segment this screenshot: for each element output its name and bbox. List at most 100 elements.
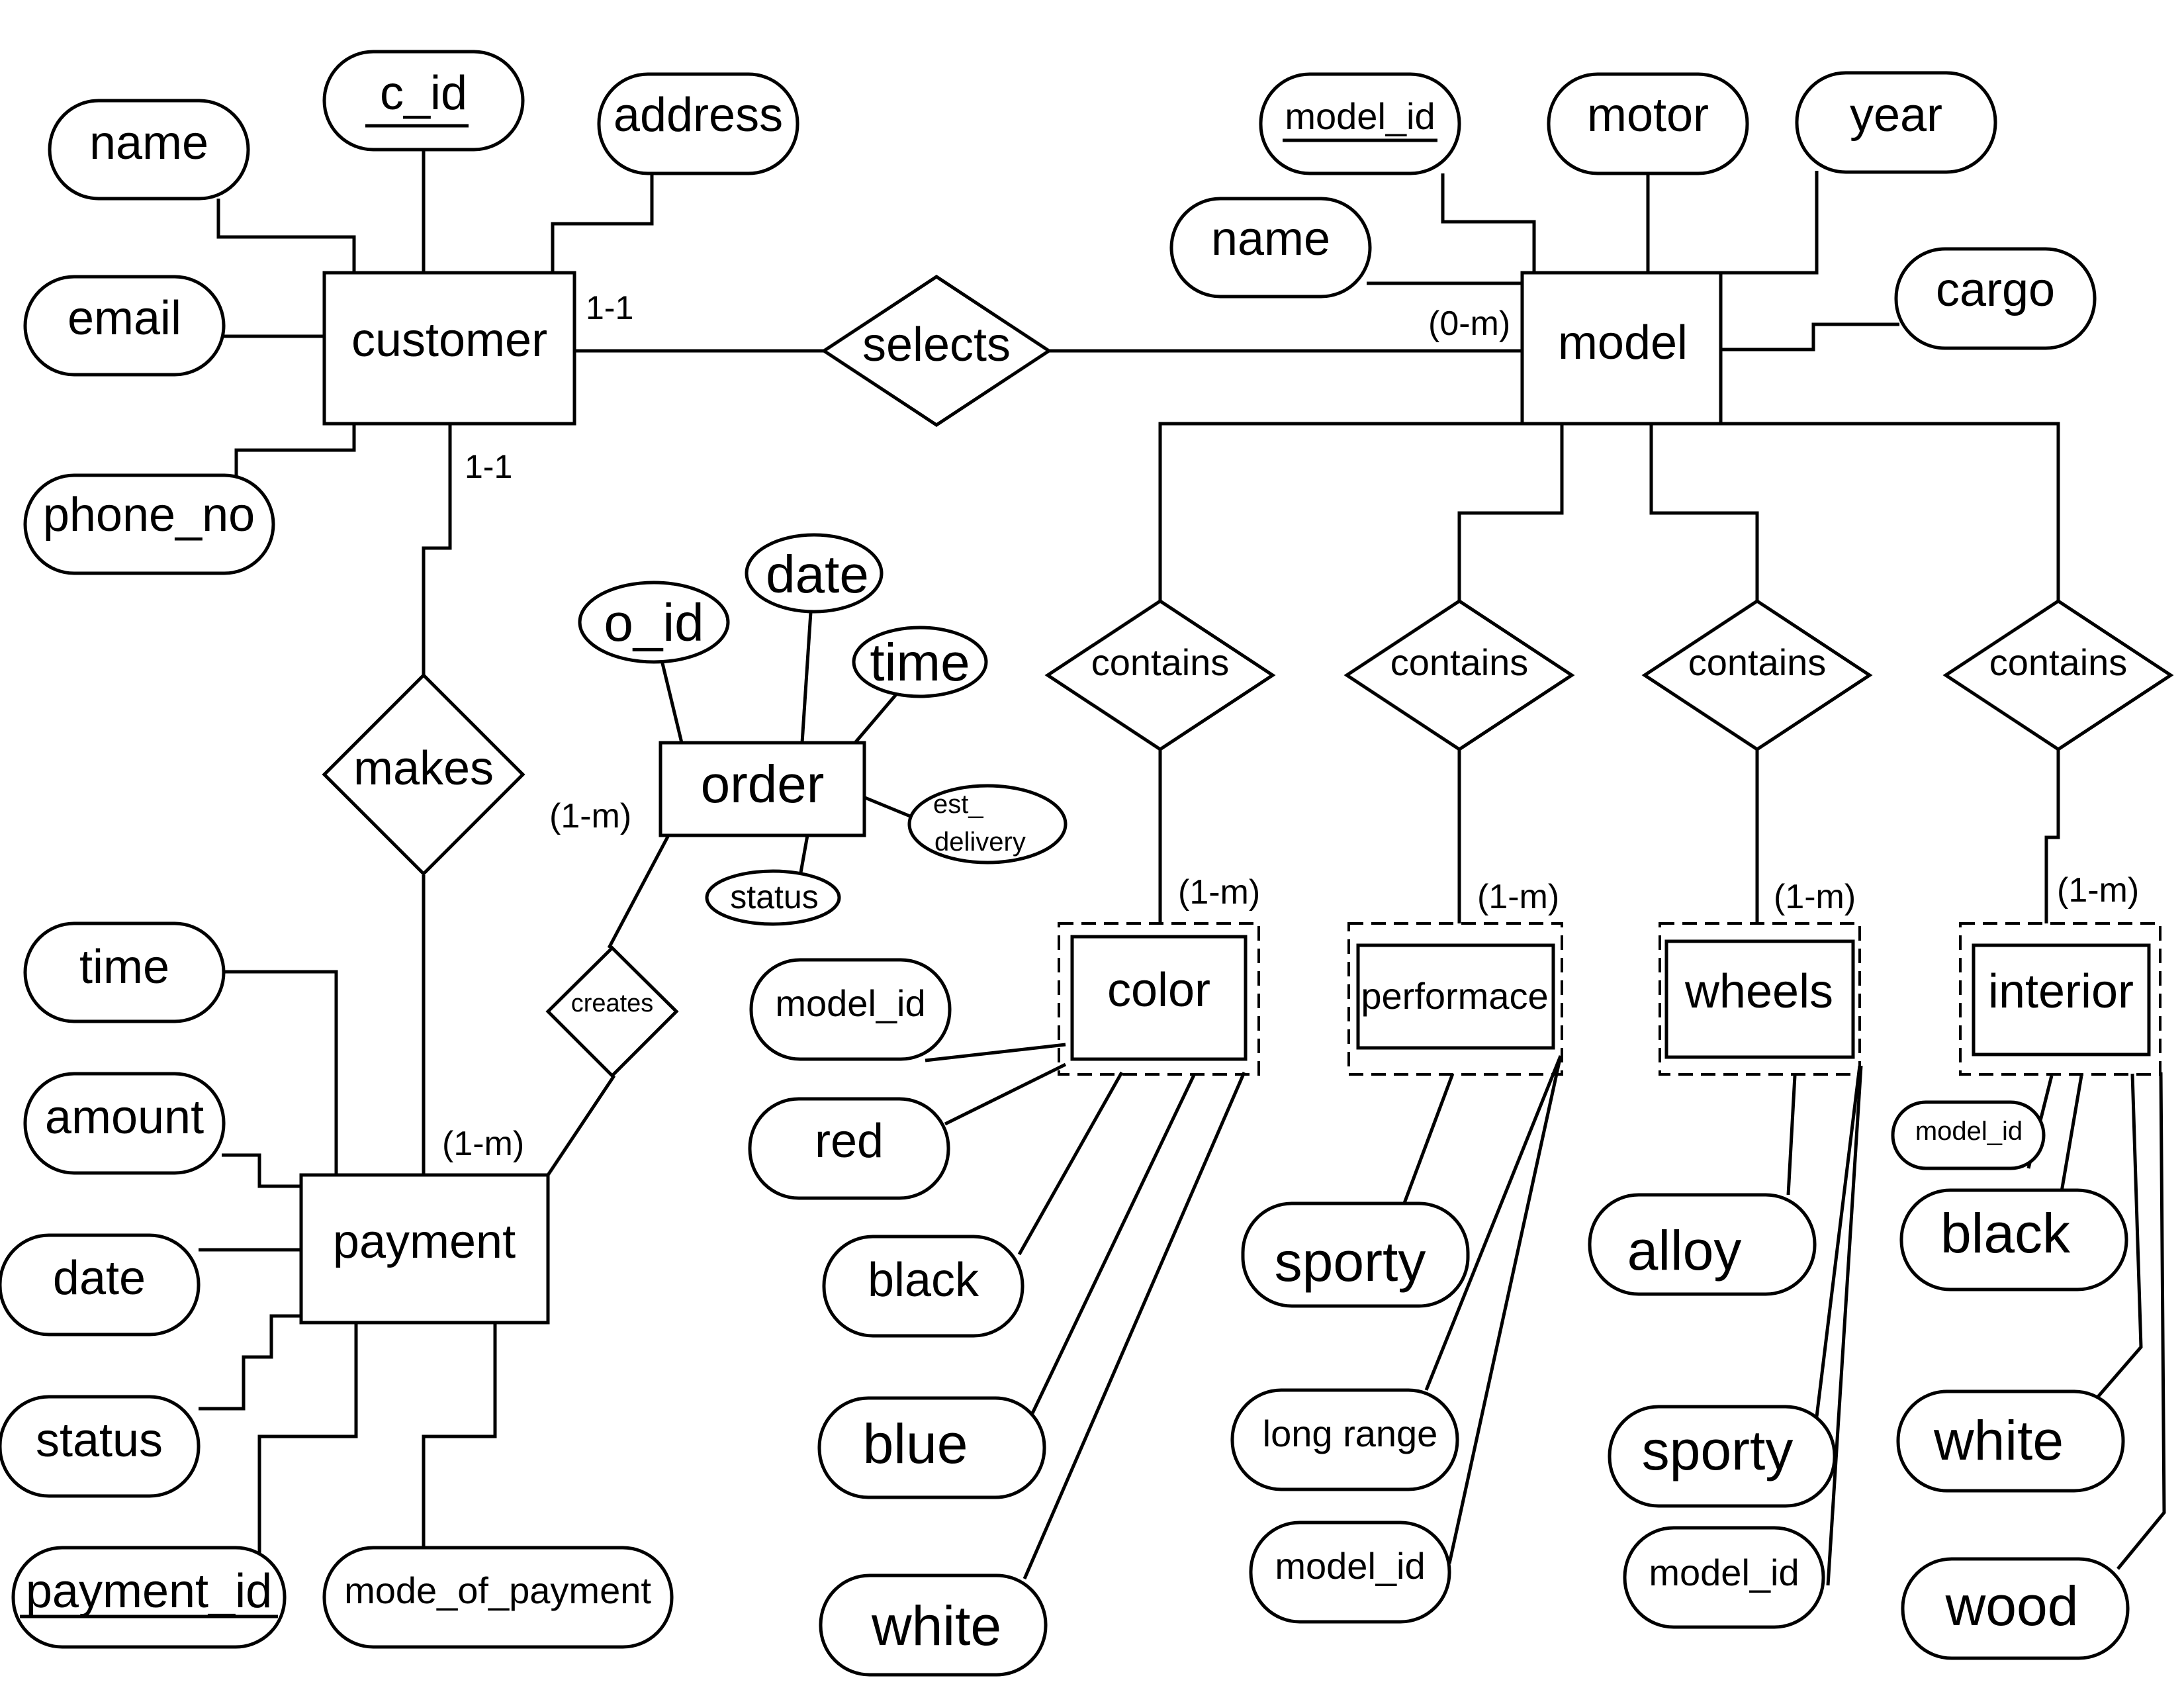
color-entity[interactable] — [1070, 935, 1248, 1061]
interior-entity[interactable] — [1972, 943, 2151, 1056]
order-oid-attr[interactable] — [578, 581, 730, 664]
wheels-modelid-attr[interactable] — [1623, 1526, 1825, 1629]
wheels-entity[interactable] — [1664, 939, 1855, 1059]
payment-entity[interactable] — [299, 1173, 550, 1325]
wheels-sporty-attr[interactable] — [1608, 1405, 1837, 1508]
performance-longrange-attr[interactable] — [1230, 1388, 1459, 1491]
order-estdelivery-attr[interactable] — [907, 784, 1068, 865]
model-modelid-label: model_id — [1285, 95, 1435, 137]
model-year-label: year — [1850, 89, 1942, 142]
payment-status-attr[interactable] — [0, 1395, 201, 1498]
payment-amount-attr[interactable] — [23, 1072, 226, 1175]
payment-id-label: payment_id — [26, 1565, 272, 1618]
line-model-contains-interior — [1721, 422, 2060, 601]
customer-entity[interactable] — [322, 271, 576, 426]
line-performance-sporty — [1400, 1073, 1455, 1211]
color-modelid-attr[interactable] — [749, 958, 952, 1061]
selects-group: selects (0-m) — [821, 275, 1510, 427]
payment-id-attr[interactable] — [11, 1546, 287, 1649]
interior-wood-label: wood — [1945, 1575, 2079, 1637]
payment-entity-label: payment — [333, 1215, 516, 1268]
color-modelid-label: model_id — [775, 982, 925, 1024]
cardinality-order-creates: (1-m) — [549, 797, 631, 835]
wheels-sporty-label: sporty — [1642, 1419, 1794, 1481]
interior-modelid-attr[interactable] — [1891, 1100, 2046, 1170]
customer-address-attr[interactable] — [597, 72, 799, 175]
model-name-attr[interactable] — [1169, 197, 1372, 299]
order-entity[interactable] — [659, 741, 866, 837]
interior-white-label: white — [1933, 1409, 2064, 1472]
line-wheels-modelid — [1826, 1065, 1863, 1586]
line-model-year — [1721, 171, 1819, 275]
interior-black-attr[interactable] — [1899, 1188, 2128, 1291]
wheels-modelid-label: model_id — [1649, 1552, 1799, 1593]
line-order-status — [799, 835, 809, 873]
interior-weak-entity-border — [1959, 922, 2161, 1076]
payment-date-attr[interactable] — [0, 1233, 201, 1336]
color-black-label: black — [868, 1254, 979, 1307]
payment-status-label: status — [36, 1414, 163, 1467]
line-wheels-sporty — [1815, 1065, 1862, 1417]
color-group: color (1-m) model_id red black blue whit… — [748, 873, 1260, 1677]
contains-wheels-relationship[interactable] — [1641, 599, 1873, 751]
interior-black-label: black — [1940, 1202, 2071, 1264]
contains-performance-relationship[interactable] — [1343, 599, 1575, 751]
cardinality-performance: (1-m) — [1477, 878, 1559, 916]
model-year-attr[interactable] — [1795, 71, 1997, 174]
color-red-attr[interactable] — [748, 1097, 950, 1200]
creates-relationship[interactable] — [545, 945, 679, 1078]
wheels-alloy-attr[interactable] — [1588, 1193, 1817, 1296]
contains-interior-relationship[interactable] — [1942, 599, 2174, 751]
line-interior-black — [2060, 1075, 2083, 1192]
cardinality-payment-makes: (1-m) — [442, 1125, 524, 1163]
color-red-label: red — [815, 1115, 884, 1168]
selects-label: selects — [862, 318, 1011, 371]
line-payment-id — [257, 1323, 358, 1554]
customer-name-attr[interactable] — [48, 99, 250, 201]
order-date-attr[interactable] — [745, 533, 884, 614]
cardinality-model-selects: (0-m) — [1428, 305, 1510, 343]
performance-modelid-attr[interactable] — [1249, 1521, 1451, 1624]
line-color-black — [1017, 1071, 1124, 1256]
order-oid-label: o_id — [604, 593, 704, 652]
model-motor-label: motor — [1587, 89, 1709, 142]
line-model-contains-wheels — [1649, 424, 1759, 601]
customer-email-attr[interactable] — [23, 275, 226, 377]
model-modelid-attr[interactable] — [1259, 72, 1461, 175]
selects-relationship[interactable] — [821, 275, 1052, 427]
performance-modelid-label: model_id — [1275, 1545, 1425, 1587]
interior-group: interior (1-m) model_id black white wood — [1891, 871, 2161, 1660]
contains-interior-label: contains — [1989, 641, 2128, 683]
line-interior-wood — [2116, 1072, 2166, 1570]
customer-address-label: address — [614, 89, 783, 142]
interior-wood-attr[interactable] — [1901, 1557, 2130, 1660]
connector-lines — [199, 146, 2166, 1586]
order-time-attr[interactable] — [852, 626, 988, 698]
performance-sporty-attr[interactable] — [1241, 1201, 1470, 1308]
customer-phone-attr[interactable] — [23, 473, 275, 575]
line-order-time — [854, 692, 898, 744]
payment-mode-attr[interactable] — [322, 1546, 674, 1649]
line-performance-longrange — [1424, 1055, 1563, 1391]
color-blue-attr[interactable] — [817, 1396, 1046, 1499]
makes-relationship[interactable] — [322, 673, 525, 876]
performance-entity[interactable] — [1356, 943, 1555, 1050]
creates-label: creates — [571, 990, 654, 1017]
line-model-contains-performance — [1457, 424, 1564, 601]
payment-amount-label: amount — [45, 1091, 204, 1144]
model-motor-attr[interactable] — [1547, 72, 1749, 175]
interior-modelid-label: model_id — [1915, 1117, 2023, 1146]
line-payment-mode — [422, 1323, 497, 1549]
color-black-attr[interactable] — [822, 1235, 1024, 1338]
order-status-attr[interactable] — [705, 869, 841, 926]
model-entity[interactable] — [1520, 271, 1723, 426]
contains-color-relationship[interactable] — [1044, 599, 1276, 751]
line-customer-phone — [234, 424, 356, 478]
model-cargo-attr[interactable] — [1894, 247, 2097, 350]
makes-group: makes — [322, 673, 525, 876]
customer-group: customer c_id name address email phone_n… — [23, 50, 799, 575]
interior-white-attr[interactable] — [1896, 1389, 2125, 1493]
color-white-attr[interactable] — [819, 1573, 1048, 1677]
performance-entity-label: performace — [1361, 975, 1548, 1017]
payment-time-attr[interactable] — [23, 921, 226, 1023]
